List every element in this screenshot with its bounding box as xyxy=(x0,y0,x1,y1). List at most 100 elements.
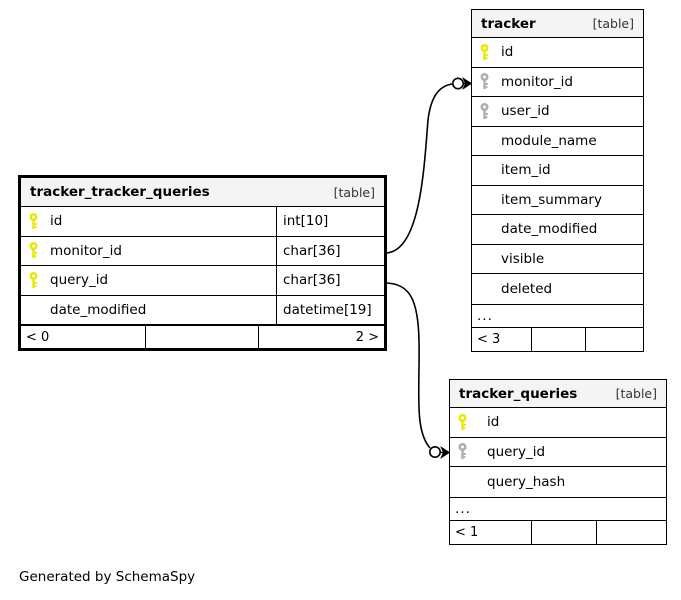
column-type-cell: datetime[19] xyxy=(276,295,384,324)
column-row-monitor-id[interactable]: monitor_id xyxy=(472,68,643,97)
no-key-spacer xyxy=(457,473,472,491)
table-title: tracker_queries xyxy=(459,385,578,402)
column-name-cell: item_id xyxy=(472,156,643,185)
column-label: query_id xyxy=(50,272,109,289)
column-name-cell: monitor_id xyxy=(21,237,276,266)
primary-key-icon xyxy=(28,271,43,289)
table-tracker[interactable]: tracker [table] id xyxy=(471,9,644,352)
primary-key-icon xyxy=(479,43,494,61)
table-header: tracker [table] xyxy=(472,10,643,38)
cardinality-zero-circle xyxy=(428,445,441,458)
footer-middle-cell xyxy=(532,327,586,351)
primary-key-icon xyxy=(28,242,43,260)
column-name-cell: deleted xyxy=(472,274,643,304)
column-row-query-id[interactable]: query_id char[36] xyxy=(21,266,384,296)
column-row-date-modified[interactable]: date_modified datetime[19] xyxy=(21,295,384,325)
primary-key-icon xyxy=(28,212,43,230)
column-label: date_modified xyxy=(50,301,147,318)
footer-child-count xyxy=(597,521,666,544)
column-type-cell: char[36] xyxy=(276,236,384,265)
column-name-cell: query_id xyxy=(450,438,666,467)
column-label: item_summary xyxy=(501,191,602,208)
column-name-cell: date_modified xyxy=(21,296,276,325)
footer-parent-count: < 1 xyxy=(450,520,532,544)
column-row-user-id[interactable]: user_id xyxy=(472,97,643,127)
column-row-monitor-id[interactable]: monitor_id char[36] xyxy=(21,236,384,266)
column-label: monitor_id xyxy=(50,242,122,259)
column-label: deleted xyxy=(501,280,553,297)
column-label: monitor_id xyxy=(501,73,573,90)
column-row-query-hash[interactable]: query_hash xyxy=(450,467,666,497)
column-label: id xyxy=(487,414,500,431)
column-name-cell: module_name xyxy=(472,127,643,156)
column-row-visible[interactable]: visible xyxy=(472,245,643,274)
foreign-key-icon xyxy=(457,443,472,461)
table-header: tracker_tracker_queries [table] xyxy=(21,178,384,207)
table-footer: < 3 xyxy=(472,327,643,351)
table-footer: < 0 2 > xyxy=(21,325,384,348)
column-row-id[interactable]: id xyxy=(472,38,643,68)
column-label: item_id xyxy=(501,162,551,179)
foreign-key-icon xyxy=(479,73,494,91)
table-header: tracker_queries [table] xyxy=(450,380,666,408)
no-key-spacer xyxy=(479,132,494,150)
table-type-tag: [table] xyxy=(333,184,375,200)
no-key-spacer xyxy=(479,161,494,179)
column-label: module_name xyxy=(501,132,597,149)
table-type-tag: [table] xyxy=(592,16,634,31)
column-label: user_id xyxy=(501,103,550,120)
table-title: tracker xyxy=(481,15,536,32)
column-name-cell: query_id xyxy=(21,266,276,295)
no-key-spacer xyxy=(28,301,43,319)
footer-child-count: 2 > xyxy=(355,329,379,345)
footer-parent-count: < 0 xyxy=(21,326,146,348)
column-label: visible xyxy=(501,250,545,267)
column-name-cell: item_summary xyxy=(472,186,643,215)
footer-child-count xyxy=(586,328,643,351)
column-name-cell: id xyxy=(450,408,666,437)
column-name-cell: date_modified xyxy=(472,215,643,244)
column-type-cell: char[36] xyxy=(276,266,384,295)
cardinality-zero-circle xyxy=(451,77,464,90)
no-key-spacer xyxy=(479,250,494,268)
footer-middle-cell xyxy=(146,326,259,348)
column-name-cell: monitor_id xyxy=(472,68,643,97)
footer-parent-count: < 3 xyxy=(472,327,532,351)
column-row-query-id[interactable]: query_id xyxy=(450,438,666,467)
table-title: tracker_tracker_queries xyxy=(30,184,210,200)
generated-by-credit: Generated by SchemaSpy xyxy=(19,569,196,585)
column-type-cell: int[10] xyxy=(276,207,384,236)
column-row-deleted[interactable]: deleted xyxy=(472,274,643,304)
table-tracker-queries[interactable]: tracker_queries [table] id xyxy=(449,379,667,545)
column-label: id xyxy=(501,44,514,61)
column-label: query_id xyxy=(487,443,546,460)
column-row-module-name[interactable]: module_name xyxy=(472,127,643,156)
no-key-spacer xyxy=(479,280,494,298)
no-key-spacer xyxy=(479,191,494,209)
footer-middle-cell xyxy=(532,520,597,544)
table-footer: < 1 xyxy=(450,520,666,544)
column-row-date-modified[interactable]: date_modified xyxy=(472,215,643,245)
column-label: id xyxy=(50,213,63,230)
column-name-cell: id xyxy=(21,207,276,236)
column-label: date_modified xyxy=(501,221,598,238)
column-row-id[interactable]: id int[10] xyxy=(21,207,384,237)
column-name-cell: user_id xyxy=(472,97,643,126)
column-row-item-summary[interactable]: item_summary xyxy=(472,186,643,215)
column-label: query_hash xyxy=(487,473,566,490)
column-name-cell: visible xyxy=(472,245,643,274)
primary-key-icon xyxy=(457,413,472,431)
table-tracker-tracker-queries[interactable]: tracker_tracker_queries [table] id i xyxy=(18,175,387,351)
foreign-key-icon xyxy=(479,102,494,120)
column-name-cell: query_hash xyxy=(450,467,666,497)
column-name-cell: id xyxy=(472,38,643,67)
relationship-query-id xyxy=(384,282,451,459)
relationship-monitor-id xyxy=(384,77,473,254)
column-row-item-id[interactable]: item_id xyxy=(472,156,643,186)
more-columns-indicator: ... xyxy=(472,303,643,328)
column-row-id[interactable]: id xyxy=(450,408,666,438)
more-columns-indicator: ... xyxy=(450,496,666,521)
table-type-tag: [table] xyxy=(615,386,657,401)
